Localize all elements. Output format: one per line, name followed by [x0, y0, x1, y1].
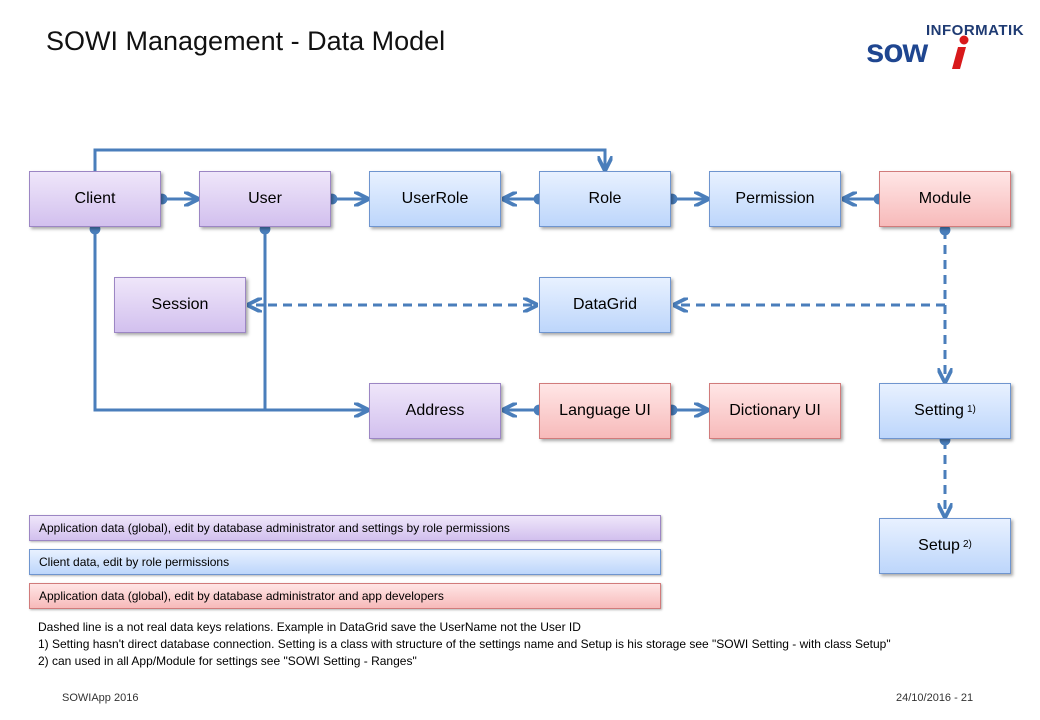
entity-label: DataGrid	[572, 296, 638, 313]
entity-label: Address	[405, 402, 465, 419]
footer-app-name: SOWIApp 2016	[62, 692, 139, 704]
entity-language-ui: Language UI	[539, 383, 671, 439]
entity-label: Language UI	[559, 402, 651, 419]
legend-purple: Application data (global), edit by datab…	[29, 515, 661, 541]
link-client-role	[93, 148, 605, 171]
link-user-address	[259, 223, 366, 412]
link-module-datagrid	[676, 230, 945, 305]
entity-label: Setup	[918, 537, 960, 554]
entity-label: Dictionary UI	[729, 402, 821, 419]
entity-dictionary-ui: Dictionary UI	[709, 383, 841, 439]
entity-address: Address	[369, 383, 501, 439]
logo-sowi-text: sow	[866, 32, 928, 69]
entity-label: Setting	[914, 402, 964, 419]
legend-blue: Client data, edit by role permissions	[29, 549, 661, 575]
entity-label: Session	[151, 296, 209, 313]
footnote-marker: 1)	[966, 403, 976, 415]
entity-label: Client	[74, 190, 116, 207]
entity-label: UserRole	[401, 190, 469, 207]
note-line: 1) Setting hasn't direct database connec…	[38, 637, 891, 651]
note-line: 2) can used in all App/Module for settin…	[38, 654, 417, 668]
page-title: SOWI Management - Data Model	[46, 26, 446, 56]
legend-text: Application data (global), edit by datab…	[39, 521, 510, 535]
entity-userrole: UserRole	[369, 171, 501, 227]
entity-client: Client	[29, 171, 161, 227]
entity-session: Session	[114, 277, 246, 333]
entity-role: Role	[539, 171, 671, 227]
entity-label: Module	[918, 190, 972, 207]
note-line: Dashed line is a not real data keys rela…	[38, 620, 581, 634]
logo-i-icon	[952, 35, 969, 69]
entity-permission: Permission	[709, 171, 841, 227]
legend-red: Application data (global), edit by datab…	[29, 583, 661, 609]
entity-label: Role	[588, 190, 622, 207]
footnote-marker: 2)	[962, 538, 972, 550]
legend-text: Application data (global), edit by datab…	[39, 589, 444, 603]
footnotes: Dashed line is a not real data keys rela…	[38, 619, 891, 670]
entity-label: User	[248, 190, 282, 207]
entity-user: User	[199, 171, 331, 227]
sowi-informatik-logo: INFORMATIK sow	[866, 22, 1036, 72]
legend-text: Client data, edit by role permissions	[39, 555, 230, 569]
entity-label: Permission	[735, 190, 815, 207]
entity-module: Module	[879, 171, 1011, 227]
logo-informatik-text: INFORMATIK	[926, 22, 1025, 39]
entity-datagrid: DataGrid	[539, 277, 671, 333]
footer-date-page: 24/10/2016 - 21	[896, 692, 974, 704]
